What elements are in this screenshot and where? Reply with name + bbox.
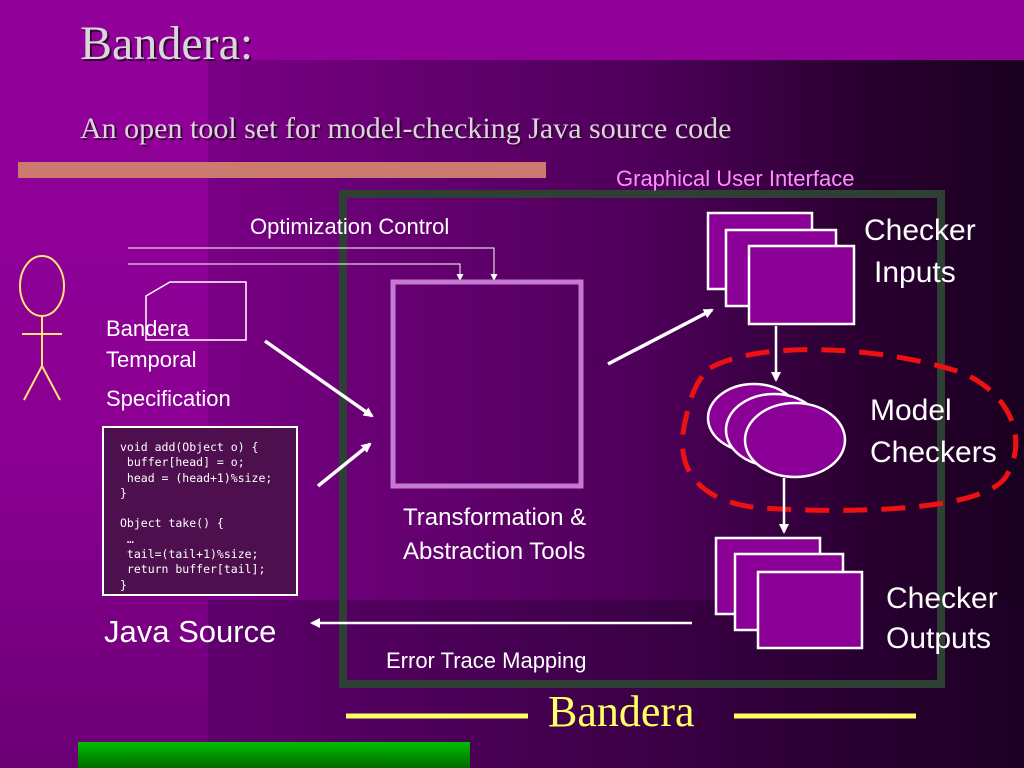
code-line: void add(Object o) { xyxy=(120,440,259,454)
slide-title: Bandera: xyxy=(80,17,254,70)
java-source-label: Java Source xyxy=(104,614,277,649)
gui-label: Graphical User Interface xyxy=(616,166,855,191)
checker-inputs-stack xyxy=(706,211,856,326)
checker-outputs-label-line2: Outputs xyxy=(886,622,992,655)
java-source-code-box: void add(Object o) { buffer[head] = o; h… xyxy=(102,426,298,596)
code-line: tail=(tail+1)%size; xyxy=(120,547,259,562)
checker-inputs-label-line1: Checker xyxy=(864,214,976,247)
transformation-tools-box xyxy=(390,279,584,489)
checker-outputs-stack xyxy=(714,536,864,650)
checker-inputs-label-line2: Inputs xyxy=(874,256,956,289)
code-line xyxy=(120,501,286,516)
optimization-control-lines xyxy=(128,247,498,281)
tools-to-inputs-arrow xyxy=(607,308,714,366)
bottom-green-bar xyxy=(78,742,470,768)
gui-frame xyxy=(339,190,945,688)
spec-to-tools-arrow xyxy=(263,339,374,418)
temporal-spec-label-line3: Specification xyxy=(106,386,231,411)
source-to-tools-arrow xyxy=(316,442,372,488)
code-line: buffer[head] = o; xyxy=(120,455,245,470)
temporal-spec-label-line2: Temporal xyxy=(106,347,197,372)
temporal-spec-label-line1: Bandera xyxy=(106,316,190,341)
slide-subtitle: An open tool set for model-checking Java… xyxy=(80,112,732,145)
code-line: return buffer[tail]; xyxy=(120,562,266,577)
bandera-footer-title: Bandera xyxy=(548,687,695,736)
optimization-control-label: Optimization Control xyxy=(250,214,450,239)
code-line: } xyxy=(120,485,127,500)
checker-outputs-label-line1: Checker xyxy=(886,582,998,615)
title-underline xyxy=(18,162,546,178)
model-checkers-label-line1: Model xyxy=(870,394,952,427)
transformation-label-line2: Abstraction Tools xyxy=(403,538,586,565)
code-line: Object take() { xyxy=(120,516,224,531)
code-line: head = (head+1)%size; xyxy=(120,470,273,485)
model-checkers-dashed-outline xyxy=(679,347,1019,513)
code-line: } xyxy=(120,577,127,592)
model-checkers-stack xyxy=(706,382,847,479)
background-left-panel xyxy=(0,0,208,768)
code-line: … xyxy=(120,531,134,546)
model-checkers-label-line2: Checkers xyxy=(870,436,997,469)
error-trace-label: Error Trace Mapping xyxy=(386,648,587,673)
user-stick-figure xyxy=(19,255,65,401)
transformation-label-line1: Transformation & xyxy=(403,504,587,531)
specification-document-icon xyxy=(145,281,247,341)
